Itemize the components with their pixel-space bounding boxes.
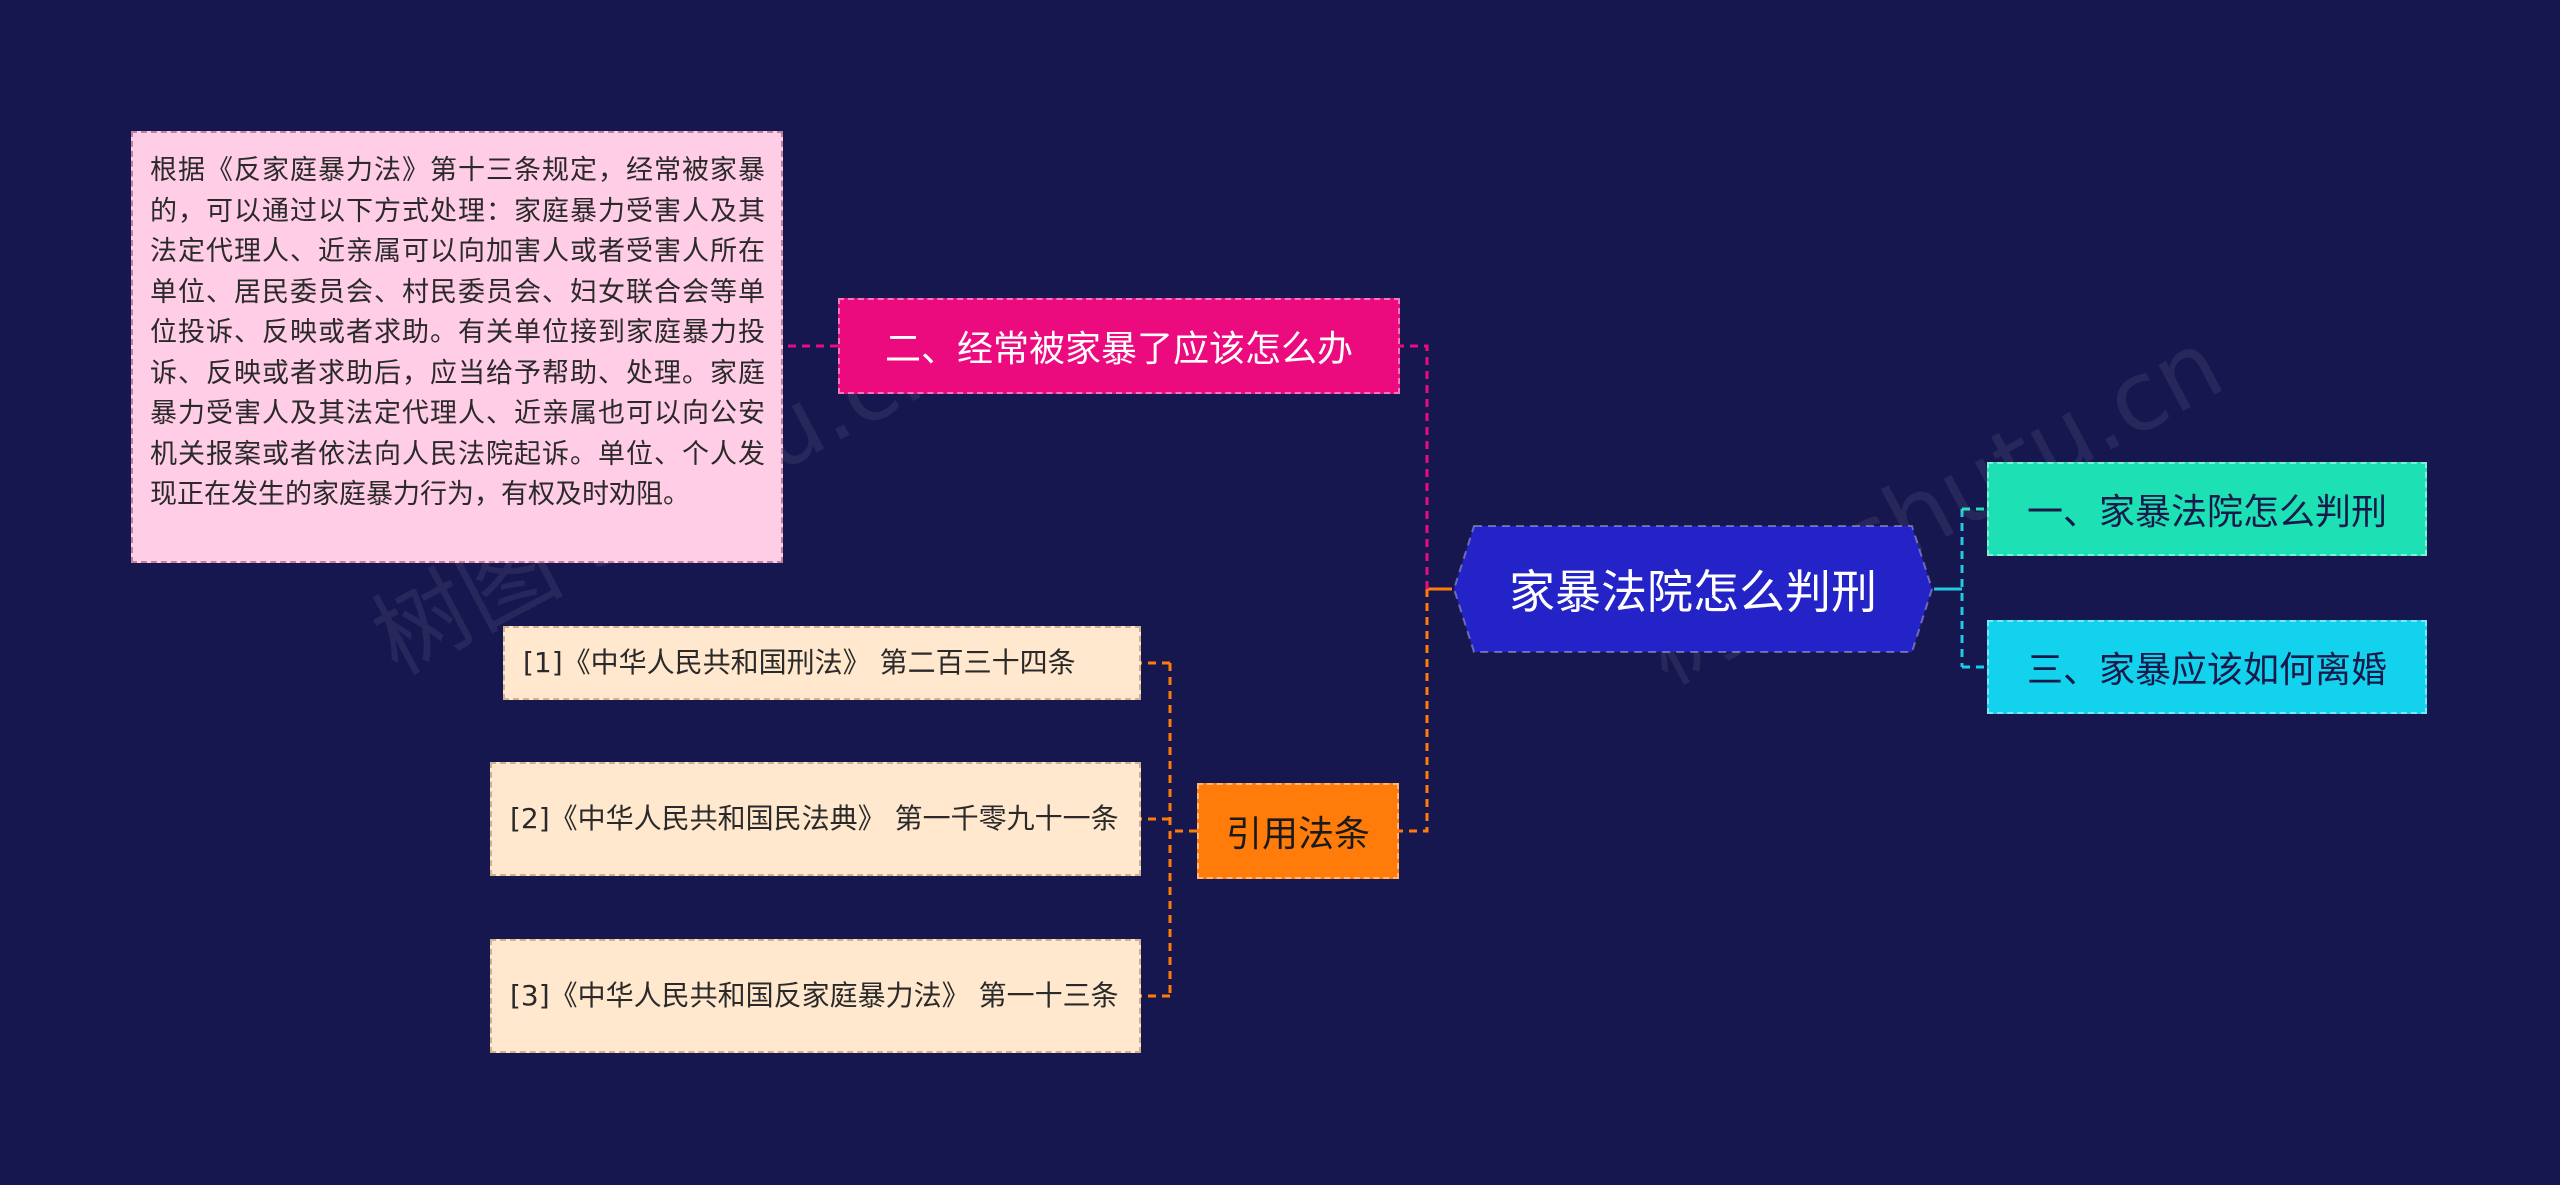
branch-divorce-label: 三、家暴应该如何离婚 [2026,650,2387,691]
citation-item[interactable]: [2]《中华人民共和国民法典》 第一千零九十一条 [490,762,1141,876]
root-hexagon-shape [1452,525,1934,653]
branch-what-to-do-label: 二、经常被家暴了应该怎么办 [884,329,1353,370]
connector-to-l1 [1400,344,1429,589]
branch-divorce[interactable]: 三、家暴应该如何离婚 [1987,620,2427,714]
branch-judgment[interactable]: 一、家暴法院怎么判刑 [1987,462,2427,556]
connector-to-l2 [1399,589,1429,833]
citation-text: [3]《中华人民共和国反家庭暴力法》 第一十三条 [510,979,1119,1012]
branch-cited-laws[interactable]: 引用法条 [1197,783,1399,879]
branch-cited-laws-label: 引用法条 [1225,814,1370,855]
root-topic-label: 家暴法院怎么判刑 [1509,565,1877,619]
root-topic[interactable]: 家暴法院怎么判刑 [1452,524,1934,654]
leaf-what-to-do-detail[interactable]: 根据《反家庭暴力法》第十三条规定，经常被家暴的，可以通过以下方式处理：家庭暴力受… [131,131,783,563]
citation-item[interactable]: [1]《中华人民共和国刑法》 第二百三十四条 [503,626,1141,700]
branch-what-to-do[interactable]: 二、经常被家暴了应该怎么办 [838,298,1400,394]
leaf-what-to-do-text: 根据《反家庭暴力法》第十三条规定，经常被家暴的，可以通过以下方式处理：家庭暴力受… [150,155,765,510]
branch-judgment-label: 一、家暴法院怎么判刑 [2026,492,2387,533]
citation-text: [2]《中华人民共和国民法典》 第一千零九十一条 [510,802,1119,835]
citation-item[interactable]: [3]《中华人民共和国反家庭暴力法》 第一十三条 [490,939,1141,1053]
citation-text: [1]《中华人民共和国刑法》 第二百三十四条 [523,646,1076,679]
